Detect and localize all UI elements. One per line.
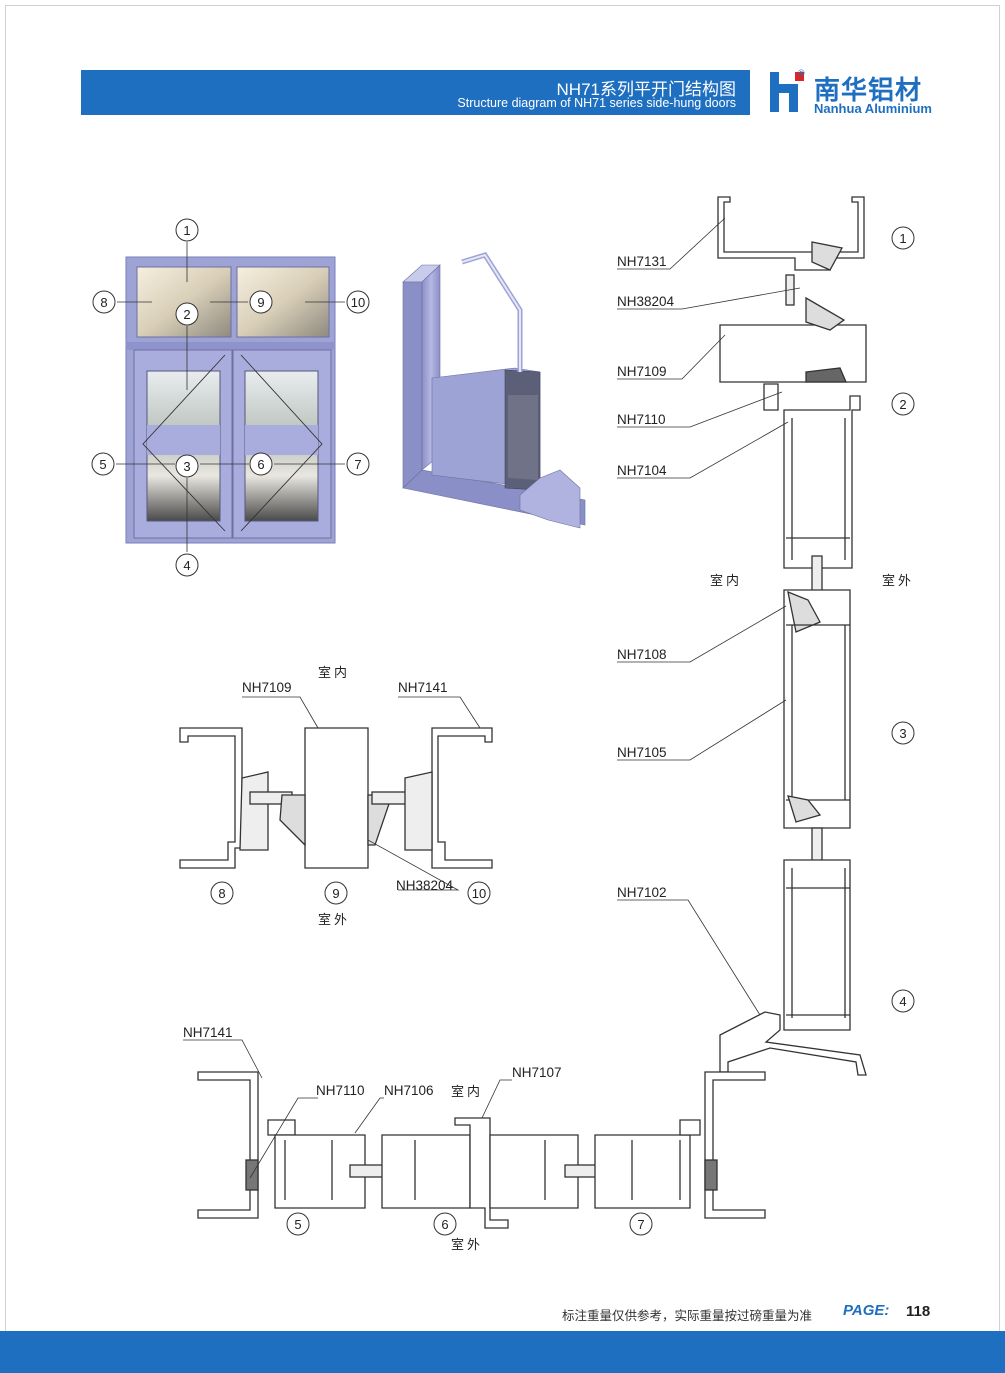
label-nh38204-right: NH38204	[617, 294, 675, 309]
logo-name-en: Nanhua Aluminium	[814, 101, 932, 116]
page-title: NH71系列平开门结构图	[556, 80, 736, 99]
weight-disclaimer: 标注重量仅供参考，实际重量按过磅重量为准	[562, 1308, 813, 1323]
indoor-label-right: 室内	[710, 573, 742, 589]
logo-registered: ®	[798, 68, 805, 78]
section-9-number: 9	[332, 886, 339, 901]
leader-lines	[183, 217, 801, 1179]
label-nh7107: NH7107	[512, 1065, 562, 1080]
page-label: PAGE:	[843, 1302, 890, 1319]
label-nh7109-mid: NH7109	[242, 680, 292, 695]
label-nh7104: NH7104	[617, 463, 667, 478]
label-nh7141-mid: NH7141	[398, 680, 448, 695]
vertical-section	[717, 196, 867, 1076]
section-2-number: 2	[899, 397, 906, 412]
callout-8: 8	[100, 295, 107, 310]
section-8-number: 8	[218, 886, 225, 901]
orientation-labels: 室内 室外 室内 室外 室内 室外	[318, 573, 914, 1253]
label-nh7141-bottom: NH7141	[183, 1025, 233, 1040]
label-nh7108: NH7108	[617, 647, 667, 662]
label-nh7109-right: NH7109	[617, 364, 667, 379]
callout-1: 1	[183, 223, 190, 238]
callout-9: 9	[257, 295, 264, 310]
section-5-number: 5	[294, 1217, 301, 1232]
page-subtitle: Structure diagram of NH71 series side-hu…	[457, 96, 736, 110]
label-nh38204-mid: NH38204	[396, 878, 454, 893]
part-labels: NH7131 NH38204 NH7109 NH7110 NH7104 NH71…	[183, 254, 675, 1098]
section-7-number: 7	[637, 1217, 644, 1232]
label-nh7106: NH7106	[384, 1083, 434, 1098]
outdoor-label-mid: 室外	[318, 912, 350, 928]
profile-3d-illustration	[402, 252, 586, 529]
logo-name-cn: 南华铝材	[814, 75, 923, 105]
brand-logo: ® 南华铝材 Nanhua Aluminium	[768, 68, 943, 118]
label-nh7105: NH7105	[617, 745, 667, 760]
callout-6: 6	[257, 457, 264, 472]
callout-5: 5	[99, 457, 106, 472]
callout-10: 10	[351, 295, 365, 310]
callout-3: 3	[183, 459, 190, 474]
indoor-label-mid: 室内	[318, 665, 350, 681]
outdoor-label-bottom: 室外	[451, 1237, 483, 1253]
indoor-label-bottom: 室内	[451, 1084, 483, 1100]
section-6-number: 6	[441, 1217, 448, 1232]
label-nh7110-right: NH7110	[617, 412, 666, 427]
section-3-number: 3	[899, 726, 906, 741]
label-nh7131: NH7131	[617, 254, 667, 269]
transom-section	[179, 727, 493, 869]
section-numbers: 1 2 3 4 5 6 7 8 9 10 1 2 3 4 8 9 10 5 6 …	[99, 223, 906, 1232]
page-number: 118	[906, 1303, 931, 1320]
callout-7: 7	[354, 457, 361, 472]
label-nh7110-bottom: NH7110	[316, 1083, 365, 1098]
section-4-number: 4	[899, 994, 906, 1009]
section-circles	[91, 218, 915, 1236]
header-bar: NH71系列平开门结构图 Structure diagram of NH71 s…	[81, 70, 750, 115]
door-elevation	[116, 242, 345, 552]
logo-mark-icon	[770, 72, 804, 112]
section-10-number: 10	[472, 886, 486, 901]
bottom-bar	[0, 1331, 1005, 1373]
callout-2: 2	[183, 307, 190, 322]
outdoor-label-right: 室外	[882, 573, 914, 589]
callout-4: 4	[183, 558, 190, 573]
section-1-number: 1	[899, 231, 906, 246]
label-nh7102: NH7102	[617, 885, 667, 900]
door-horizontal-section	[197, 1071, 766, 1229]
